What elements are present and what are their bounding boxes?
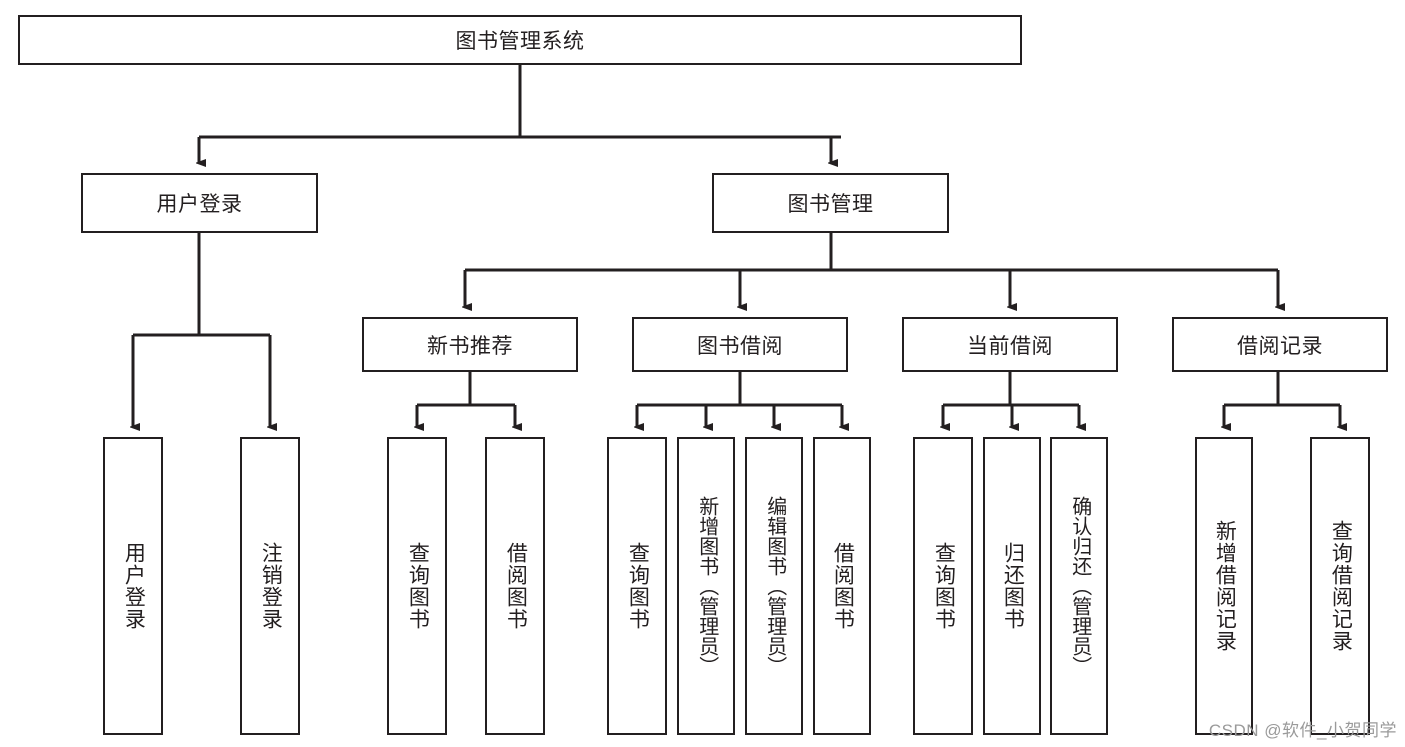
node-user-login[interactable]: 用户登录	[81, 173, 318, 233]
node-add-book-admin[interactable]: 新增图书（管理员）	[677, 437, 735, 735]
node-borrow-record[interactable]: 借阅记录	[1172, 317, 1388, 372]
node-edit-book-admin[interactable]: 编辑图书（管理员）	[745, 437, 803, 735]
node-borrow-book-rec[interactable]: 借阅图书	[485, 437, 545, 735]
node-book-borrow[interactable]: 图书借阅	[632, 317, 848, 372]
node-user-login[interactable]: 用户登录	[103, 437, 163, 735]
node-query-book-current[interactable]: 查询图书	[913, 437, 973, 735]
node-current-borrow[interactable]: 当前借阅	[902, 317, 1118, 372]
node-query-book-rec[interactable]: 查询图书	[387, 437, 447, 735]
node-query-borrow-record[interactable]: 查询借阅记录	[1310, 437, 1370, 735]
node-new-book-recommend[interactable]: 新书推荐	[362, 317, 578, 372]
node-confirm-return-admin[interactable]: 确认归还（管理员）	[1050, 437, 1108, 735]
watermark-credit: CSDN @软件_小贺同学	[1208, 721, 1397, 740]
node-root-system[interactable]: 图书管理系统	[18, 15, 1022, 65]
node-add-borrow-record[interactable]: 新增借阅记录	[1195, 437, 1253, 735]
node-query-book-borrow[interactable]: 查询图书	[607, 437, 667, 735]
node-borrow-book[interactable]: 借阅图书	[813, 437, 871, 735]
node-user-logout[interactable]: 注销登录	[240, 437, 300, 735]
node-return-book[interactable]: 归还图书	[983, 437, 1041, 735]
node-book-management[interactable]: 图书管理	[712, 173, 949, 233]
